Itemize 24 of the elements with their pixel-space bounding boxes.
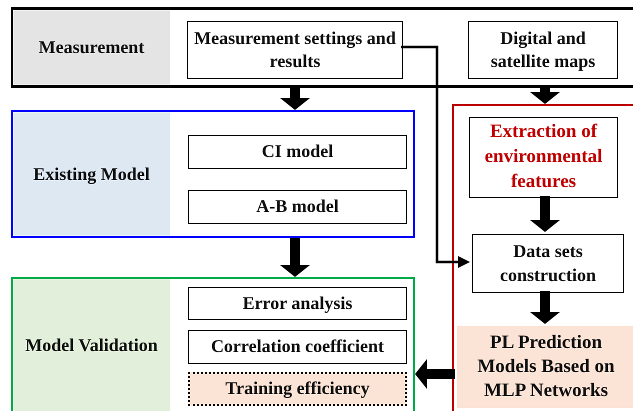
group-frame xyxy=(452,104,633,411)
process-box: Extraction of environmental features xyxy=(469,117,618,198)
process-box: Correlation coefficient xyxy=(188,330,407,364)
process-box: Data sets construction xyxy=(472,234,624,293)
section-label: Existing Model xyxy=(13,112,170,236)
arrow xyxy=(401,46,470,268)
section-label: Model Validation xyxy=(13,279,170,411)
process-box: Digital and satellite maps xyxy=(468,21,618,79)
process-box: PL Prediction Models Based on MLP Networks xyxy=(457,326,633,408)
block-arrow xyxy=(280,238,310,277)
block-arrow xyxy=(280,88,310,110)
highlighted-box: Training efficiency xyxy=(188,372,407,406)
process-box: Measurement settings and results xyxy=(187,21,403,79)
process-box: Error analysis xyxy=(188,287,407,320)
model-frame xyxy=(11,110,415,238)
validation-frame xyxy=(11,277,415,411)
block-arrow xyxy=(530,291,560,324)
process-box: A-B model xyxy=(188,190,407,224)
block-arrow xyxy=(415,359,455,389)
section-label: Measurement xyxy=(13,10,170,85)
stage-band xyxy=(11,7,633,88)
process-box: CI model xyxy=(188,135,407,169)
block-arrow xyxy=(530,196,560,232)
block-arrow xyxy=(530,88,560,104)
